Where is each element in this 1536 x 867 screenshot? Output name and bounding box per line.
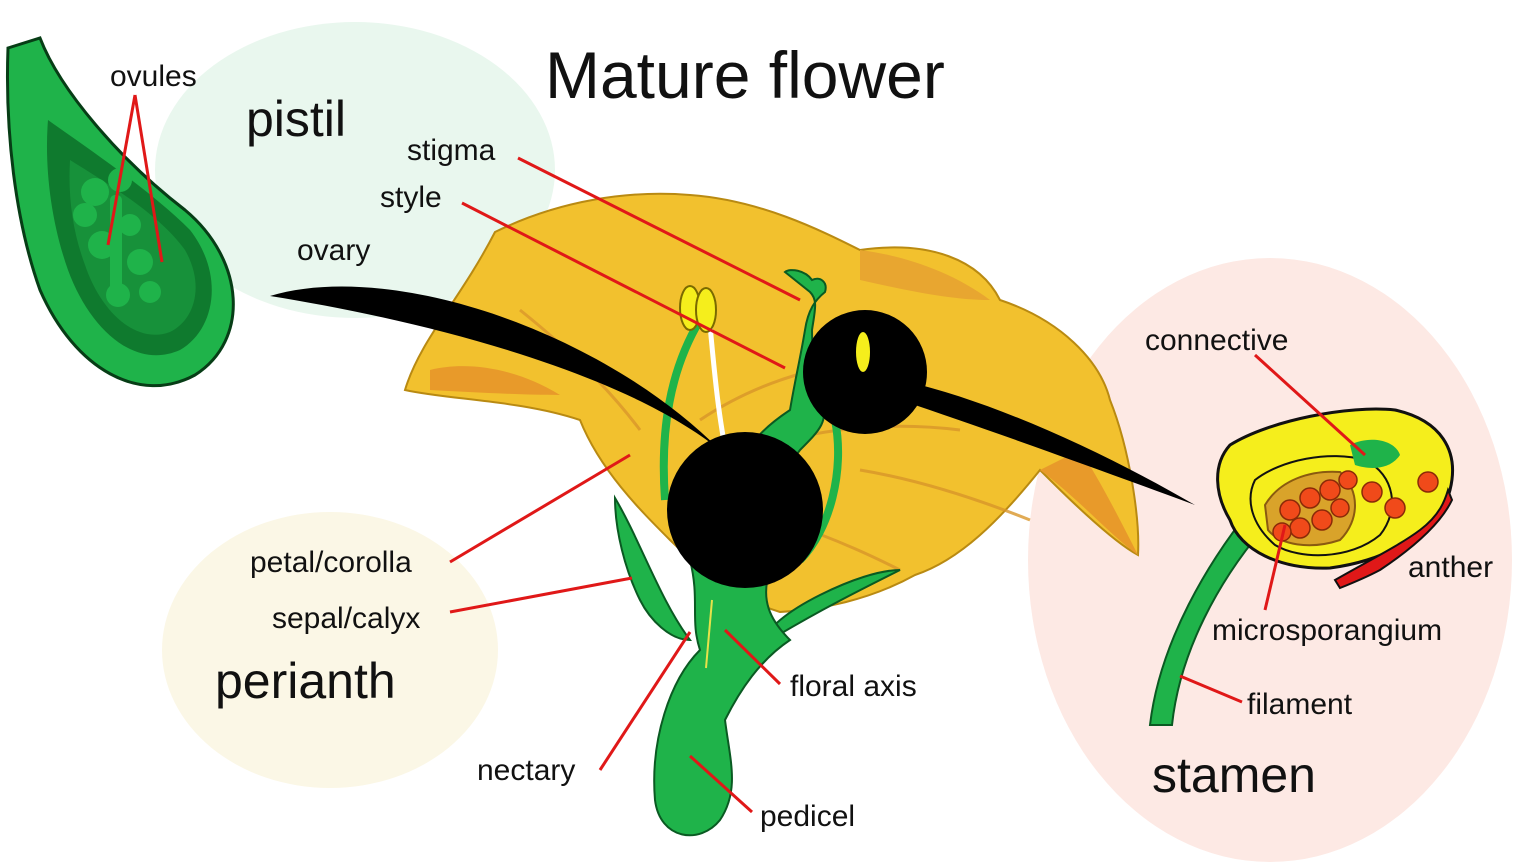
label-stigma: stigma	[407, 134, 496, 167]
pistil-bubble	[155, 22, 555, 318]
label-ovules: ovules	[110, 60, 197, 93]
label-nectary: nectary	[477, 754, 575, 787]
stamen-detail	[1148, 407, 1455, 726]
label-filament: filament	[1247, 688, 1353, 721]
label-connective: connective	[1145, 324, 1288, 357]
label-anther: anther	[1408, 551, 1493, 584]
pedicel-and-receptacle	[653, 558, 792, 837]
leader-pedicel	[688, 754, 754, 814]
leader-connective	[1253, 353, 1367, 457]
group-label-perianth: perianth	[215, 653, 396, 709]
leader-microsporangium	[1263, 524, 1287, 611]
leader-sepal-calyx	[449, 576, 633, 614]
label-style: style	[380, 181, 442, 214]
leader-stigma	[517, 156, 801, 302]
floral-axis-line	[705, 599, 713, 669]
leader-ovules-a	[106, 94, 137, 246]
label-ovary: ovary	[297, 234, 370, 267]
leader-ovules-b	[133, 94, 164, 263]
leader-style	[461, 201, 786, 370]
leader-lines	[106, 94, 1367, 814]
group-label-pistil: pistil	[246, 91, 346, 147]
leader-nectary	[598, 631, 692, 771]
corolla	[403, 192, 1140, 614]
label-microsporangium: microsporangium	[1212, 614, 1442, 647]
label-pedicel: pedicel	[760, 800, 855, 833]
leader-petal-corolla	[449, 453, 631, 564]
leader-floral-axis	[723, 628, 782, 686]
group-label-stamen: stamen	[1152, 747, 1316, 803]
label-sepal-calyx: sepal/calyx	[272, 602, 420, 635]
pistil-cross-section	[5, 36, 235, 388]
diagram-title: Mature flower	[545, 38, 945, 112]
label-floral-axis: floral axis	[790, 670, 917, 703]
zoom-pointers	[270, 286, 1195, 505]
pistil	[667, 269, 827, 588]
leader-filament	[1179, 674, 1243, 704]
perianth-bubble	[162, 512, 498, 788]
label-petal-corolla: petal/corolla	[250, 546, 412, 579]
